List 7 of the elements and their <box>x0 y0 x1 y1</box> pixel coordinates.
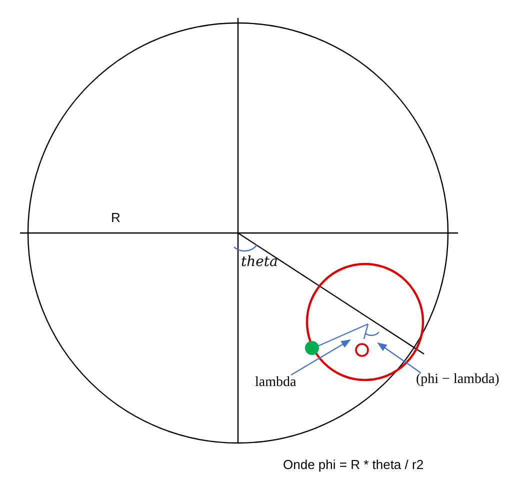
angle-label: lambda <box>255 374 296 392</box>
angle-label: (phi − lambda) <box>416 371 500 389</box>
leader-line <box>290 339 351 376</box>
angle-label: theta <box>241 253 278 271</box>
radius-label: R <box>111 209 120 227</box>
formula-caption: Onde phi = R * theta / r2 <box>283 456 424 474</box>
leader-line <box>377 342 422 374</box>
